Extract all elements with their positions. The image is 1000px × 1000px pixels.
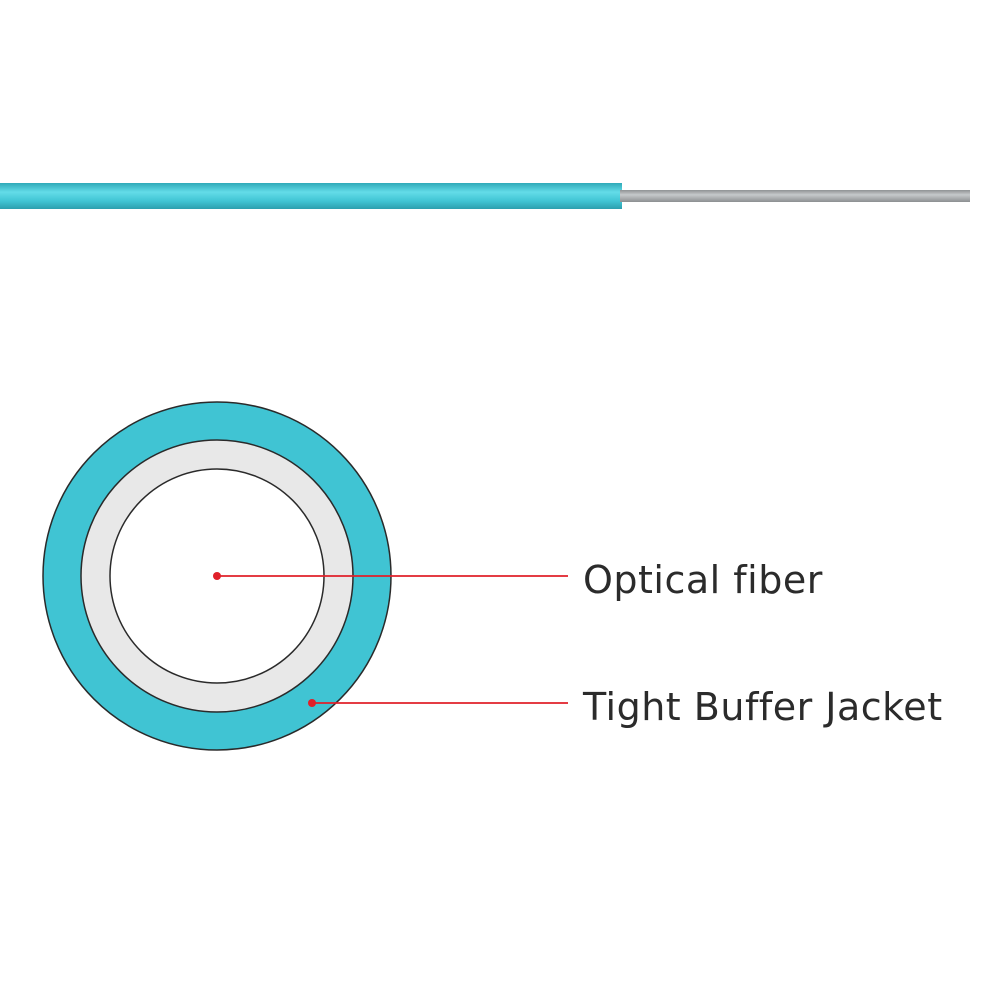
leader-tight-buffer-jacket [308, 699, 568, 707]
leader-dot-tight-buffer-jacket [308, 699, 316, 707]
leader-dot-optical-fiber [213, 572, 221, 580]
jacket-segment [0, 183, 622, 209]
cable-side-view [0, 183, 970, 209]
exposed-fiber-segment [620, 190, 970, 202]
label-tight-buffer-jacket: Tight Buffer Jacket [583, 685, 943, 729]
label-optical-fiber: Optical fiber [583, 558, 823, 602]
leader-optical-fiber [213, 572, 568, 580]
